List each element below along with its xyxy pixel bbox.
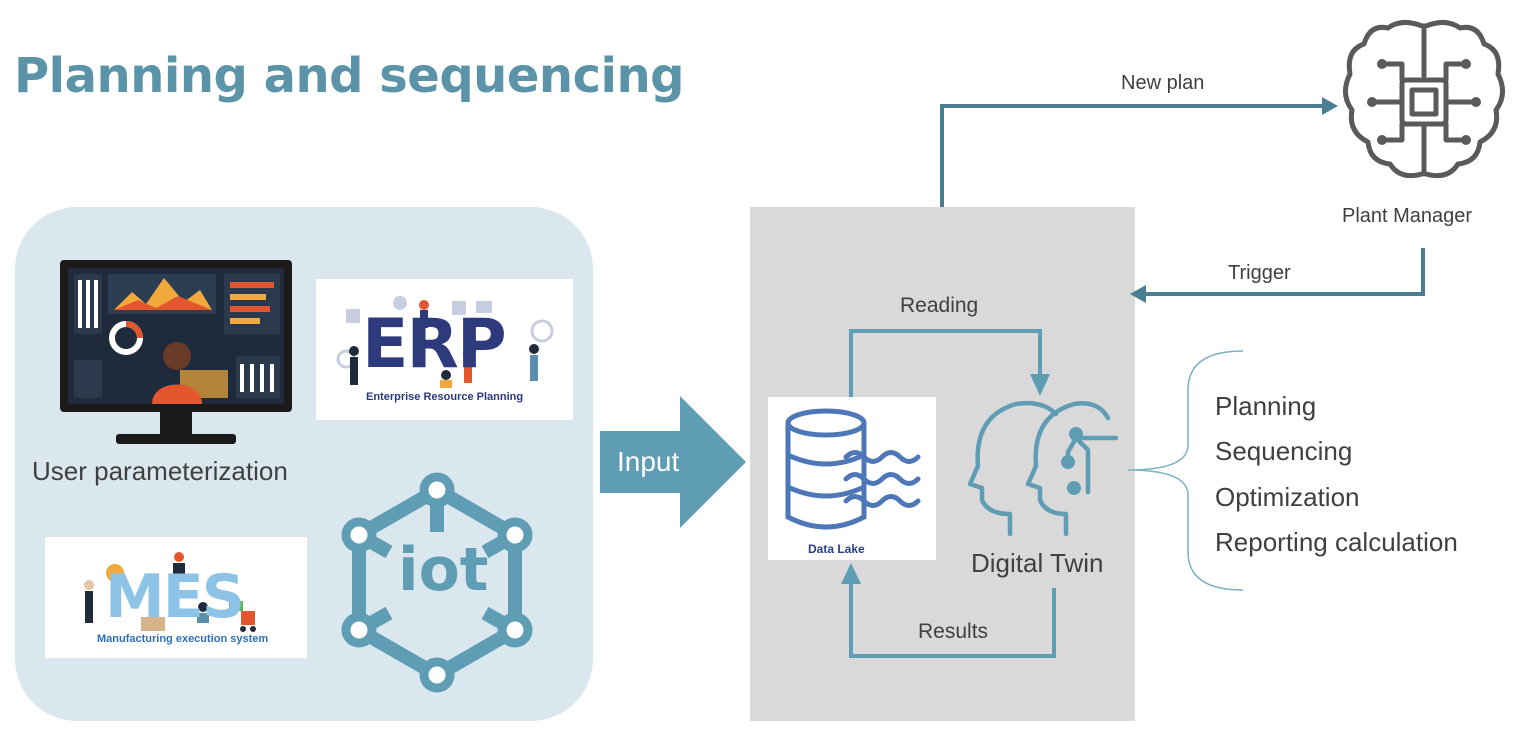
plant-manager-label: Plant Manager (1342, 205, 1473, 227)
erp-logo-text: ERP (362, 305, 507, 384)
erp-card: ERP Enterprise Resource Planning (316, 279, 573, 420)
monitor-dashboard-icon (60, 260, 292, 444)
iot-network-icon (341, 472, 533, 693)
trigger-label: Trigger (1228, 262, 1291, 284)
mes-caption: Manufacturing execution system (97, 633, 269, 645)
mes-logo-text: MES (105, 562, 245, 632)
user-parameterization-label: User parameterization (32, 456, 288, 486)
brain-chip-icon (1343, 20, 1505, 179)
new-plan-label: New plan (1121, 72, 1205, 94)
data-lake-label: Data Lake (808, 542, 865, 556)
input-arrow (600, 396, 746, 528)
outcome-reporting-calculation: Reporting calculation (1215, 527, 1458, 557)
outcome-optimization: Optimization (1215, 482, 1360, 512)
digital-twin-icon (967, 400, 1118, 537)
reading-label: Reading (900, 294, 979, 317)
erp-people-illustration (336, 296, 554, 388)
new-plan-arrow (940, 97, 1338, 207)
results-label: Results (918, 620, 989, 643)
digital-twin-label: Digital Twin (971, 548, 1104, 578)
mes-card: MES Manufacturing execution system (45, 537, 307, 658)
input-label: Input (617, 446, 680, 477)
database-icon (785, 408, 921, 530)
iot-label: iot (398, 535, 489, 605)
data-lake-card: Data Lake (768, 397, 936, 560)
erp-caption: Enterprise Resource Planning (366, 391, 524, 403)
outcome-planning: Planning (1215, 391, 1317, 421)
outcome-sequencing: Sequencing (1215, 436, 1353, 466)
page-title: Planning and sequencing (14, 48, 685, 104)
mes-people-illustration (84, 552, 256, 632)
